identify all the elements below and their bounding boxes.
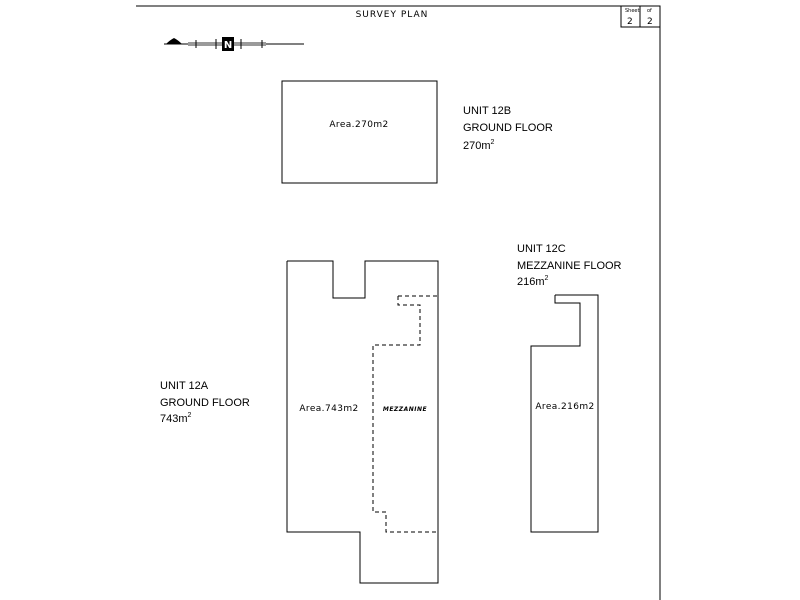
north-letter: N <box>224 40 232 51</box>
unit-12b-name: UNIT 12B <box>463 105 511 117</box>
page-title: SURVEY PLAN <box>356 10 429 20</box>
unit-12a-area: 743m2 <box>160 412 192 425</box>
sheet-number: 2 <box>627 17 633 27</box>
sheet-block: Sheet of 2 2 <box>620 5 661 28</box>
unit-12b-floor: GROUND FLOOR <box>463 122 553 134</box>
unit-12c-name: UNIT 12C <box>517 243 566 255</box>
of-label: of <box>647 8 652 14</box>
unit-12a-label: UNIT 12A GROUND FLOOR 743m2 <box>160 380 250 425</box>
unit-12c-area: 216m2 <box>517 275 549 288</box>
unit-12a-name: UNIT 12A <box>160 380 209 392</box>
unit-12a-mezzanine-outline <box>372 295 437 533</box>
unit-12b-area-label: Area.270m2 <box>329 120 388 130</box>
unit-12c-label: UNIT 12C MEZZANINE FLOOR 216m2 <box>517 243 622 288</box>
unit-12a-area-label: Area.743m2 <box>299 404 358 414</box>
unit-12c-floor: MEZZANINE FLOOR <box>517 260 622 272</box>
unit-12b-label: UNIT 12B GROUND FLOOR 270m2 <box>463 105 553 152</box>
drawing-frame <box>136 5 661 600</box>
unit-12b-area: 270m2 <box>463 139 495 152</box>
unit-12c-area-label: Area.216m2 <box>535 402 594 412</box>
sheet-label: Sheet <box>625 8 639 14</box>
total-sheets: 2 <box>647 17 653 27</box>
unit-12a-mezzanine-label: MEZZANINE <box>383 406 428 413</box>
north-arrow-icon: N <box>164 37 304 51</box>
unit-12c-outline <box>530 294 599 533</box>
unit-12a-outline <box>286 260 439 584</box>
unit-12a-floor: GROUND FLOOR <box>160 397 250 409</box>
unit-12b-outline <box>281 80 438 184</box>
